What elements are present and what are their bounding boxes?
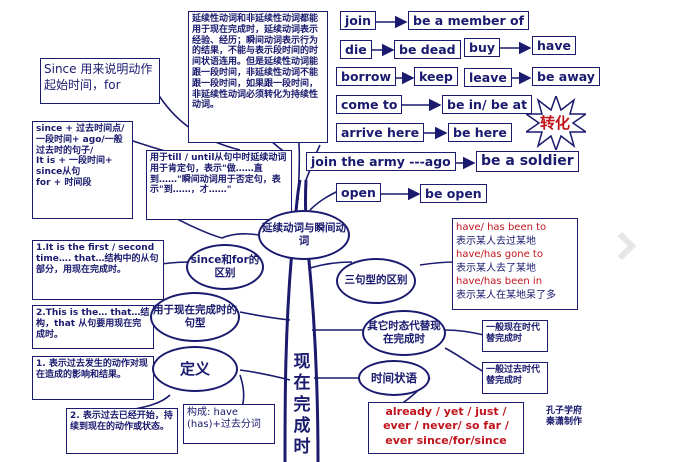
burst-label: 转化 [540, 114, 571, 132]
oval-time-adverbial: 时间状语 [358, 360, 430, 396]
note-time-adverbs: already / yet / just / ever / never/ so … [368, 402, 524, 454]
note-have-been: have/ has been to 表示某人去过某地 have/has gone… [452, 218, 578, 310]
note-simple-past: 一般过去时代替完成时 [482, 362, 548, 394]
verb-have: have [532, 36, 576, 55]
verb-be-away: be away [532, 67, 600, 86]
note-this-is-the: 2.This is the… that…结构，that 从句要用现在完成时。 [32, 305, 154, 349]
verb-be-open: be open [420, 184, 487, 203]
have-been-to: have/ has been to [456, 222, 547, 233]
verb-arrive-here: arrive here [336, 123, 425, 142]
trunk-char-4: 成 [293, 415, 311, 436]
verb-be-in-be-at: be in/ be at [442, 95, 533, 114]
note-simple-present: 一般现在时代替完成时 [482, 320, 548, 352]
verb-leave: leave [464, 68, 512, 87]
have-been-to-cn: 表示某人去过某地 [456, 235, 536, 247]
have-gone-to-cn: 表示某人去了某地 [456, 262, 536, 274]
note-first-second-time: 1.It is the first / second time…. that…结… [32, 240, 164, 300]
verb-join: join [340, 11, 377, 30]
verb-be-a-soldier: be a soldier [476, 151, 579, 172]
trunk-char-5: 时 [293, 437, 311, 457]
verb-join-the-army: join the army ---ago [306, 152, 456, 171]
note-form: 构成: have (has)+过去分词 [183, 404, 275, 444]
oval-definition: 定义 [152, 346, 238, 392]
note-till-until: 用于till / until从句中时延续动词用于肯定句，表示"做……直到……"瞬… [146, 150, 292, 220]
have-been-in: have/has been in [456, 276, 543, 287]
have-been-in-cn: 表示某人在某地呆了多 [456, 289, 556, 301]
note-since-for: Since 用来说明动作起始时间，for [40, 58, 160, 104]
verb-open: open [336, 183, 381, 202]
trunk-label: 现 在 完 成 时 [292, 352, 312, 458]
trunk-char-3: 完 [293, 394, 311, 415]
verb-be-a-member-of: be a member of [408, 11, 530, 30]
verb-be-dead: be dead [394, 40, 461, 59]
verb-be-here: be here [448, 123, 512, 142]
oval-three-patterns: 三句型的区别 [336, 258, 416, 304]
author-stamp: 孔子学府 秦潇制作 [545, 406, 582, 428]
trunk-char-2: 在 [293, 373, 311, 394]
note-since-rules: since + 过去时间点/ 一段时间+ ago/一般过去时的句子/ It is… [32, 121, 133, 219]
note-definition-1: 1. 表示过去发生的动作对现在造成的影响和结果。 [32, 356, 154, 400]
trunk-char-1: 现 [293, 352, 311, 372]
have-gone-to: have/has gone to [456, 249, 543, 260]
verb-buy: buy [464, 38, 500, 57]
burst-shape [526, 96, 586, 150]
verb-die: die [340, 40, 372, 59]
note-durative-verbs: 延续性动词和非延续性动词都能用于现在完成时，延续动词表示经验、经历；瞬间动词表示… [188, 11, 328, 143]
note-definition-2: 2. 表示过去已经开始，持续到现在的动作或状态。 [66, 408, 178, 454]
verb-keep: keep [414, 67, 458, 86]
oval-sentence-patterns: 用于现在完成时的句型 [150, 292, 240, 342]
oval-since-for: since和for的区别 [186, 244, 264, 290]
verb-come-to: come to [336, 95, 403, 114]
oval-other-tenses: 其它时态代替现在完成时 [362, 310, 446, 356]
verb-borrow: borrow [336, 67, 396, 86]
oval-durative-verbs: 延续动词与瞬间动词 [258, 210, 350, 260]
